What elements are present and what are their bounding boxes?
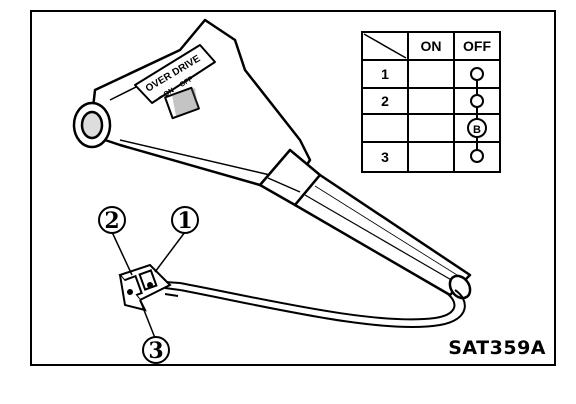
continuity-circle-bulb (467, 118, 487, 138)
table-row-terminal: 3 (381, 149, 389, 165)
continuity-circle (470, 67, 484, 81)
callout-1: 1 (171, 206, 199, 234)
table-row-terminal: 1 (381, 66, 389, 82)
callout-2: 2 (98, 206, 126, 234)
table-header-off: OFF (463, 38, 491, 54)
connector (118, 263, 172, 312)
callout-leaders (111, 231, 186, 339)
callout-3: 3 (142, 336, 170, 364)
continuity-circle (470, 149, 484, 163)
shift-lever (72, 18, 472, 328)
svg-text:3: 3 (148, 338, 163, 364)
svg-text:2: 2 (104, 208, 119, 234)
figure-code: SAT359A (448, 337, 546, 359)
continuity-markers (467, 67, 487, 163)
continuity-circle (470, 94, 484, 108)
bulb-marker-label: B (473, 124, 481, 136)
svg-text:1: 1 (177, 208, 192, 234)
table-row-terminal: 2 (381, 93, 389, 109)
table-header-on: ON (421, 38, 442, 54)
